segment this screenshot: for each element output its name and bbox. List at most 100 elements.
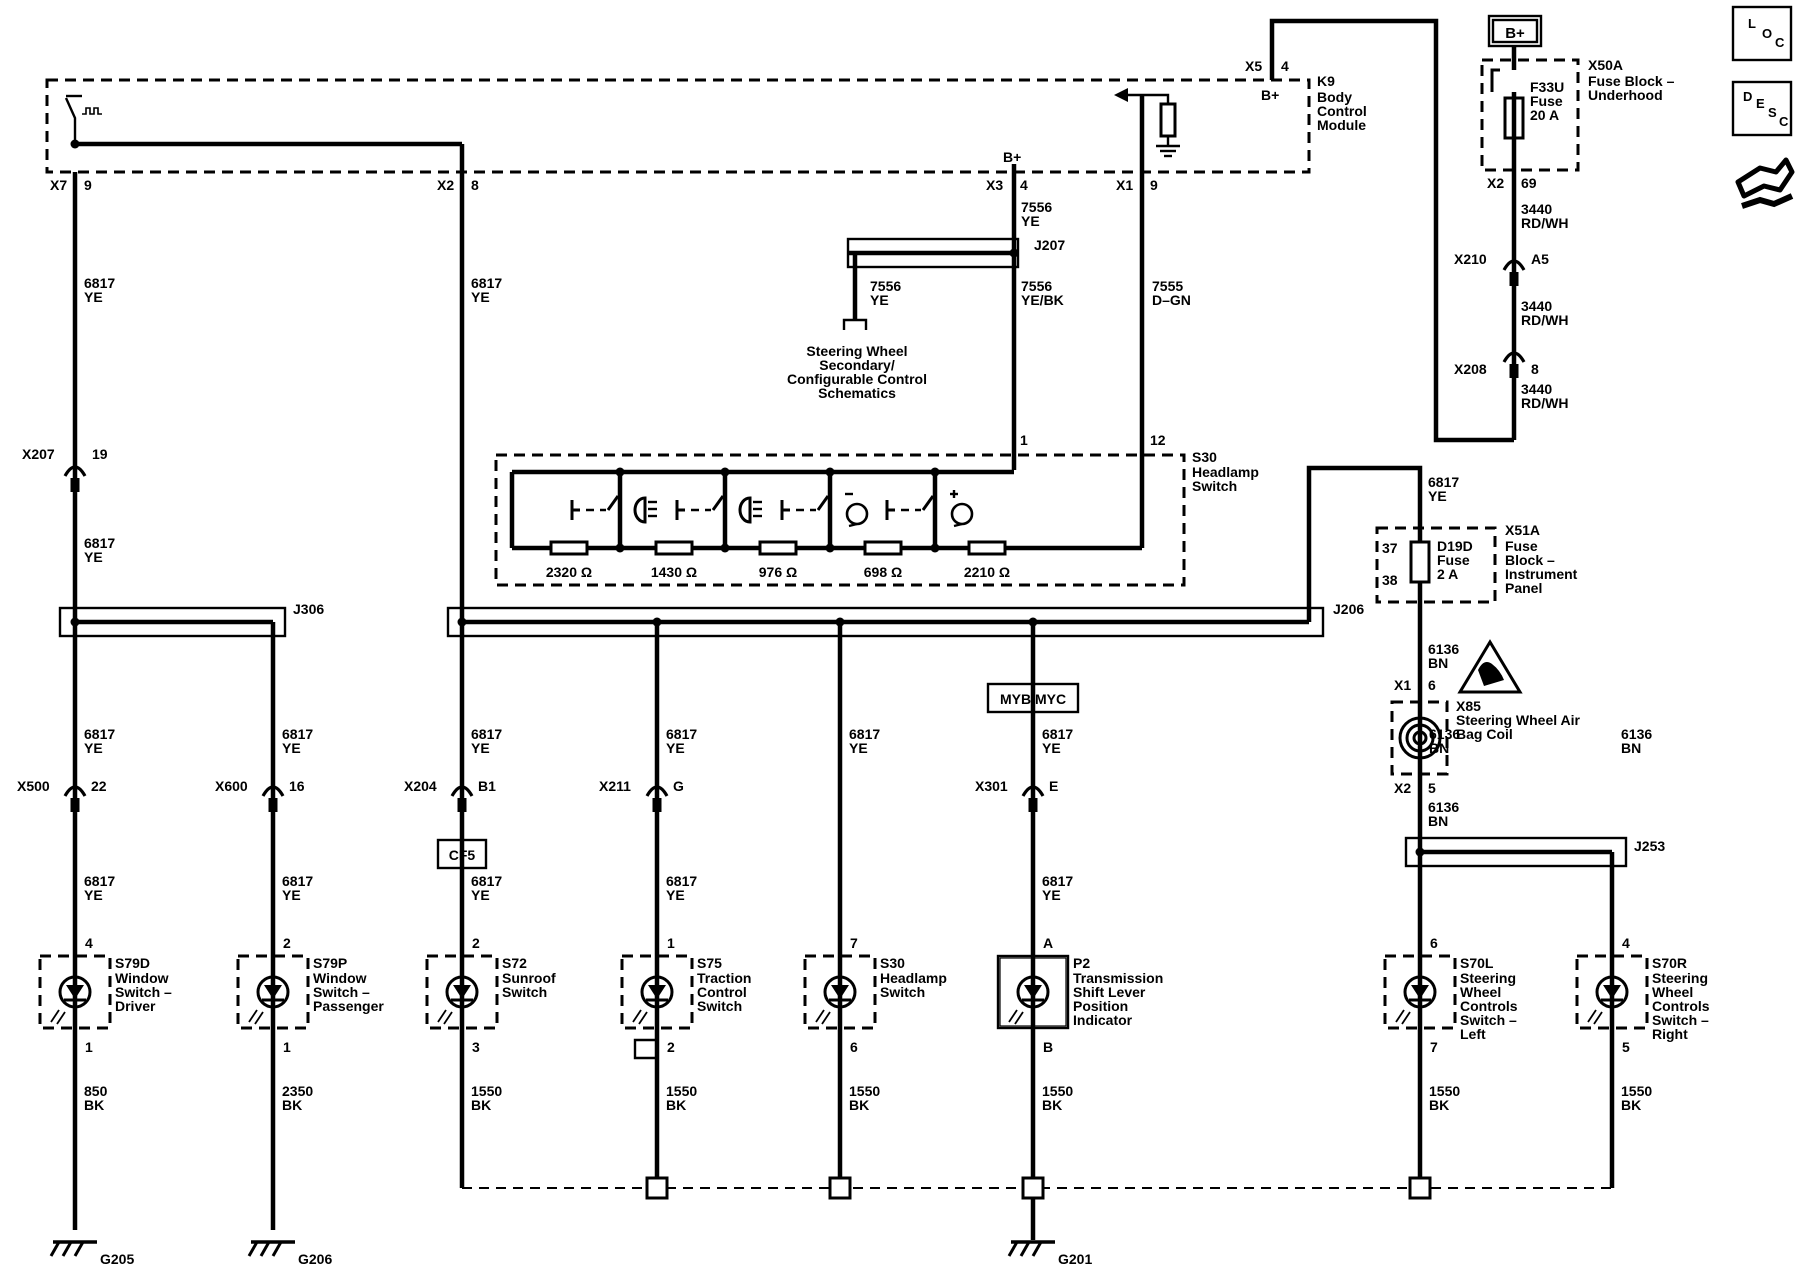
wire-label-line: YE (1042, 740, 1061, 756)
connector-label: X7 (50, 177, 67, 193)
resistor (549, 540, 589, 556)
component-ref: S79D (115, 955, 150, 971)
wire-label-line: 6817 (471, 275, 502, 291)
wire-label-line: 1550 (666, 1083, 697, 1099)
wire-label-line: D–GN (1152, 292, 1191, 308)
pin-label: 2 (667, 1039, 675, 1055)
splice-dot (615, 467, 625, 477)
switch-contact-icon (885, 494, 935, 522)
pin-label: 4 (85, 935, 93, 951)
loc-letter: O (1762, 26, 1772, 41)
fuse-d19d-label-line: 2 A (1437, 566, 1458, 582)
connector-label: X208 (1454, 361, 1487, 377)
wire-label-line: 6817 (1042, 873, 1073, 889)
x85-desc-line: Steering Wheel Air (1456, 712, 1581, 728)
pin-label: 1 (85, 1039, 93, 1055)
headlamp-switch-boundary (494, 453, 1186, 587)
s72-indicator-icon (436, 975, 479, 1026)
x50a-ref: X50A (1588, 57, 1623, 73)
pin-label: 9 (1150, 177, 1158, 193)
component-boundary-inner (999, 957, 1067, 1027)
pin-label: 9 (84, 177, 92, 193)
wire-label-line: BK (282, 1097, 302, 1113)
k9-module-boundary (45, 78, 1311, 174)
x51a-desc-line: Instrument (1505, 566, 1578, 582)
desc-letter: E (1756, 96, 1765, 111)
pin-label: 7 (850, 935, 858, 951)
pin-label: 12 (1150, 432, 1166, 448)
splice-pack-box (1408, 1176, 1432, 1200)
wire-label-line: YE (849, 740, 868, 756)
wire-label-line: 7556 (1021, 199, 1052, 215)
component-boundary (996, 954, 1070, 1030)
connector-icon[interactable] (1735, 157, 1795, 209)
wire-label-line: BN (1428, 655, 1448, 671)
resistor (758, 540, 798, 556)
pin-label: 8 (1531, 361, 1539, 377)
x50a-fuse-block (1480, 58, 1580, 172)
connector-label: X3 (986, 177, 1003, 193)
component-desc-line: Sunroof (502, 970, 556, 986)
resistor-value: 2320 Ω (546, 564, 592, 580)
wire-label-line: YE (666, 887, 685, 903)
wire-label-line: 6817 (84, 726, 115, 742)
pin-label: 7 (1430, 1039, 1438, 1055)
resistor-value: 1430 Ω (651, 564, 697, 580)
x51a-ref: X51A (1505, 522, 1540, 538)
wire-label-line: YE (1021, 213, 1040, 229)
wire-label-line: 1550 (1429, 1083, 1460, 1099)
component-desc-line: Controls (1460, 998, 1518, 1014)
wire-label-line: BN (1428, 813, 1448, 829)
splice-dot (825, 543, 835, 553)
pin-label: 8 (471, 177, 479, 193)
wire-label-line: 3440 (1521, 298, 1552, 314)
pin-label: 5 (1622, 1039, 1630, 1055)
wire-label-line: 6817 (1428, 474, 1459, 490)
splice-dot (720, 467, 730, 477)
component-desc-line: Switch – (1652, 1012, 1709, 1028)
j206-splice-dot (457, 617, 467, 627)
pin-label: 1 (667, 935, 675, 951)
fog-lamp-icon (633, 496, 647, 524)
clockspring-coil-icon (1412, 730, 1428, 746)
component-desc-line: Driver (115, 998, 156, 1014)
dimmer-wheel-icon (848, 522, 858, 528)
wire-label-line: 6136 (1621, 726, 1652, 742)
component-desc-line: Passenger (313, 998, 384, 1014)
pin-label: 4 (1020, 177, 1028, 193)
pin-label: E (1049, 778, 1058, 794)
pin-label: 38 (1382, 572, 1398, 588)
wire-label-line: 850 (84, 1083, 108, 1099)
component-desc-line: Switch – (313, 984, 370, 1000)
j206-ref: J206 (1333, 601, 1364, 617)
x50a-desc-line: Underhood (1588, 87, 1663, 103)
s70l-indicator-icon (1394, 975, 1437, 1026)
fuse-f33u-label-line: 20 A (1530, 107, 1559, 123)
resistor-value: 2210 Ω (964, 564, 1010, 580)
j207-splice-dot (1009, 248, 1019, 258)
component-ref: S70L (1460, 955, 1494, 971)
ground-label: G205 (100, 1251, 134, 1267)
k9-name-line: Control (1317, 103, 1367, 119)
wire-label-line: YE (282, 887, 301, 903)
loc-letter: C (1775, 35, 1785, 50)
component-desc-line: Control (697, 984, 747, 1000)
fuse-clip-icon (1490, 68, 1500, 92)
clockspring-coil-icon (1398, 716, 1442, 760)
pin-label: 5 (1428, 780, 1436, 796)
loc-button[interactable]: LOC (1731, 5, 1793, 62)
s79d-indicator-icon (49, 975, 92, 1026)
wire-label-line: 6817 (849, 726, 880, 742)
wire-label-line: YE (666, 740, 685, 756)
wire-label-line: YE/BK (1021, 292, 1064, 308)
component-desc-line: Left (1460, 1026, 1486, 1042)
component-desc-line: Controls (1652, 998, 1710, 1014)
connector-label: X500 (17, 778, 50, 794)
pin-label: B (1043, 1039, 1053, 1055)
k9-arrow-icon (1114, 88, 1128, 102)
wire-label-line: BK (1429, 1097, 1449, 1113)
bplus-label: B+ (1261, 87, 1279, 103)
wire-label-line: 7556 (870, 278, 901, 294)
component-desc-line: Wheel (1652, 984, 1693, 1000)
